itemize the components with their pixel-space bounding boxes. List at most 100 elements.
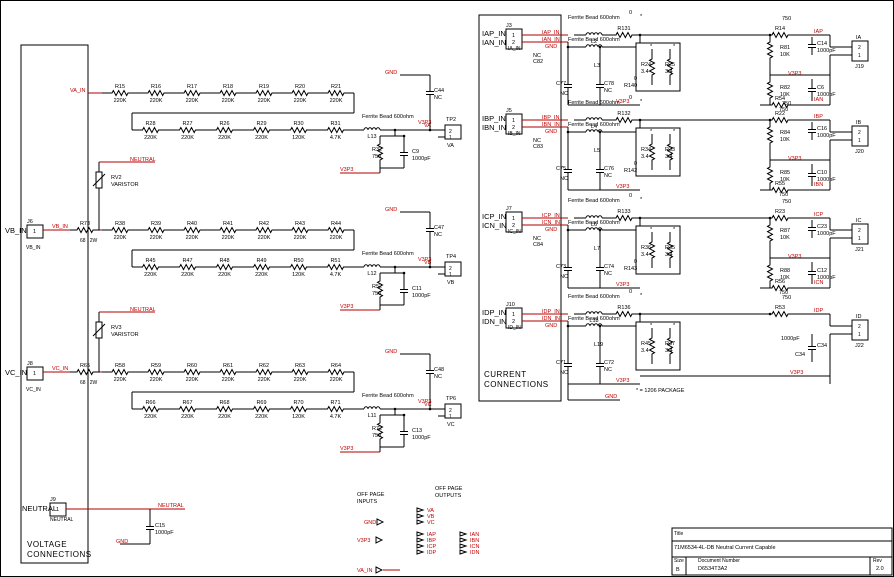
- resistor-value: 3.4: [665, 252, 673, 258]
- net-label: ICN_IN: [542, 220, 560, 226]
- capacitor-value: NC: [434, 232, 442, 238]
- voltage-input-connector: [26, 366, 44, 381]
- package-note: * = 1206 PACKAGE: [636, 388, 685, 394]
- package-marker: *: [673, 129, 676, 135]
- capacitor-ref: C78: [604, 81, 614, 87]
- junction-dot: [768, 216, 772, 220]
- ferrite-bead-label: Ferrite Bead 600ohm: [362, 251, 414, 257]
- pin-number: 2: [858, 324, 861, 330]
- test-point-ref: TP4: [446, 254, 456, 260]
- offpage-output-i: ICP: [427, 544, 437, 550]
- capacitor-value: NC: [434, 374, 442, 380]
- resistor-ref: R33: [665, 147, 675, 153]
- junction-dot: [768, 312, 772, 316]
- connector-pin-name: IA_IN: [508, 46, 521, 52]
- capacitor-ref: C15: [155, 523, 165, 529]
- pin-number: 1: [449, 272, 452, 278]
- resistor-ref: R45: [145, 258, 155, 264]
- varistor-ref: RV2: [111, 175, 122, 181]
- connector-pin-name: VB_IN: [26, 245, 41, 251]
- pin-number: 1: [858, 332, 861, 338]
- capacitor-value: NC: [560, 274, 568, 280]
- junction-dot: [566, 45, 570, 49]
- resistor-value: 4.7K: [330, 414, 342, 420]
- offpage-arrow: [416, 513, 425, 519]
- capacitor-ref: C83: [533, 144, 543, 150]
- inductor-ref: L5: [594, 148, 600, 154]
- net-label-v3p3: V3P3: [616, 282, 629, 288]
- capacitor-ref: C76: [604, 166, 614, 172]
- offpage-arrow: [459, 537, 468, 543]
- varistor-ref: RV3: [111, 325, 122, 331]
- resistor-value: 220K: [114, 235, 127, 241]
- package-marker: *: [650, 227, 653, 233]
- inductor-ref: L6: [591, 222, 597, 228]
- resistor-symbol: [318, 226, 354, 234]
- varistor-symbol: [95, 171, 103, 189]
- pin-number: 2: [858, 228, 861, 234]
- resistor-ref: R71: [330, 400, 340, 406]
- test-point: [444, 261, 462, 277]
- ferrite-bead-label: Ferrite Bead 600ohm: [568, 100, 620, 106]
- current-output-connector: [851, 125, 869, 147]
- inductor-symbol: [585, 227, 603, 231]
- offpage-outputs-title: OUTPUTS: [435, 493, 462, 499]
- resistor-ref: R43: [295, 221, 305, 227]
- net-label: VC_IN: [52, 366, 68, 372]
- size-value: B: [676, 567, 680, 573]
- resistor-value: 120K: [292, 135, 305, 141]
- resistor-symbol: [760, 31, 800, 39]
- net-label-v3p3: V3P3: [616, 184, 629, 190]
- resistor-ref: R54: [775, 96, 785, 102]
- voltage-input-connector: [26, 224, 44, 239]
- resistor-ref: R81: [780, 45, 790, 51]
- package-marker: *: [650, 129, 653, 135]
- net-label-gnd: GND: [545, 227, 557, 233]
- resistor-symbol: [648, 49, 656, 85]
- resistor-ref: R24: [641, 62, 651, 68]
- capacitor-ref: C71: [556, 360, 566, 366]
- resistor-symbol: [666, 49, 674, 85]
- offpage-output-i: IDN: [470, 550, 480, 556]
- connector-ref: J3: [506, 23, 512, 29]
- resistor-symbol: [169, 263, 206, 271]
- net-label-gnd: GND: [385, 349, 397, 355]
- document-number: D6534T3A2: [698, 566, 727, 572]
- burden-resistor-group: [635, 42, 681, 92]
- connector-ref: J21: [855, 247, 864, 253]
- resistor-ref: R66: [145, 400, 155, 406]
- capacitor-value: NC: [533, 53, 541, 59]
- net-label-v3p3: V3P3: [418, 257, 431, 263]
- burden-resistor-group: [635, 225, 681, 275]
- connector-ref: J5: [506, 108, 512, 114]
- capacitor-value: NC: [434, 95, 442, 101]
- package-marker: *: [650, 44, 653, 50]
- resistor-value: 220K: [144, 272, 157, 278]
- resistor-symbol: [210, 368, 246, 376]
- resistor-symbol: [102, 89, 138, 97]
- junction-dot: [428, 407, 432, 411]
- capacitor-value: 1000pF: [817, 48, 836, 54]
- resistor-value: 120K: [292, 414, 305, 420]
- connector-label: IDN_IN: [482, 317, 507, 326]
- resistor-ref: R44: [331, 221, 341, 227]
- capacitor-value: 1000pF: [817, 133, 836, 139]
- resistor-ref: R52: [372, 284, 382, 290]
- resistor-ref: R136: [617, 305, 630, 311]
- resistor-ref: R62: [259, 363, 269, 369]
- resistor-value: 220K: [218, 135, 231, 141]
- resistor-ref: R30: [293, 121, 303, 127]
- resistor-ref: R140: [624, 83, 637, 89]
- net-label-neutral: NEUTRAL: [130, 307, 156, 313]
- resistor-ref: R51: [330, 258, 340, 264]
- capacitor-ref: C48: [434, 367, 444, 373]
- resistor-symbol: [760, 116, 800, 124]
- capacitor-value: NC: [604, 173, 612, 179]
- resistor-ref: R40: [187, 221, 197, 227]
- resistor-ref: R132: [617, 111, 630, 117]
- resistor-value: 750: [779, 290, 788, 296]
- capacitor-ref: C72: [604, 360, 614, 366]
- resistor-ref: R18: [223, 84, 233, 90]
- resistor-ref: R60: [187, 363, 197, 369]
